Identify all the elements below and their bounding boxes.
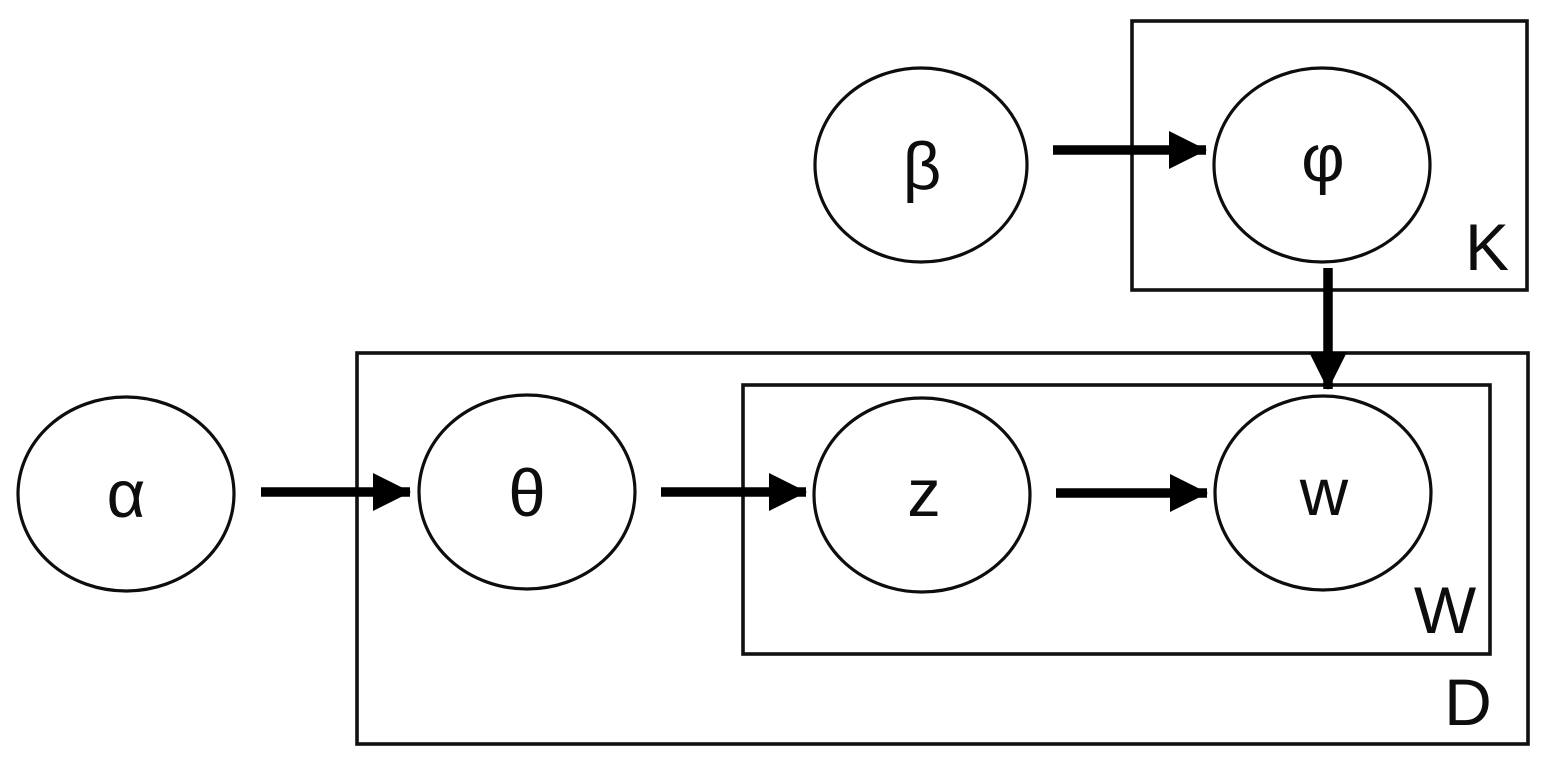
plate-w	[741, 383, 1492, 656]
node-theta	[417, 393, 637, 591]
plate-d-label: D	[1444, 665, 1492, 739]
node-z	[812, 396, 1032, 594]
node-z-label: z	[907, 456, 941, 531]
node-w	[1213, 394, 1433, 592]
node-phi-label: φ	[1301, 121, 1344, 196]
node-theta-label: θ	[508, 456, 545, 531]
node-alpha	[16, 395, 236, 593]
node-w-label: w	[1299, 455, 1349, 530]
node-beta-label: β	[903, 129, 942, 204]
node-phi	[1212, 66, 1432, 264]
plate-k-label: K	[1465, 210, 1509, 284]
plate-d	[355, 351, 1530, 746]
node-beta	[813, 66, 1029, 264]
plate-w-label: W	[1414, 573, 1477, 647]
node-alpha-label: α	[107, 457, 146, 532]
